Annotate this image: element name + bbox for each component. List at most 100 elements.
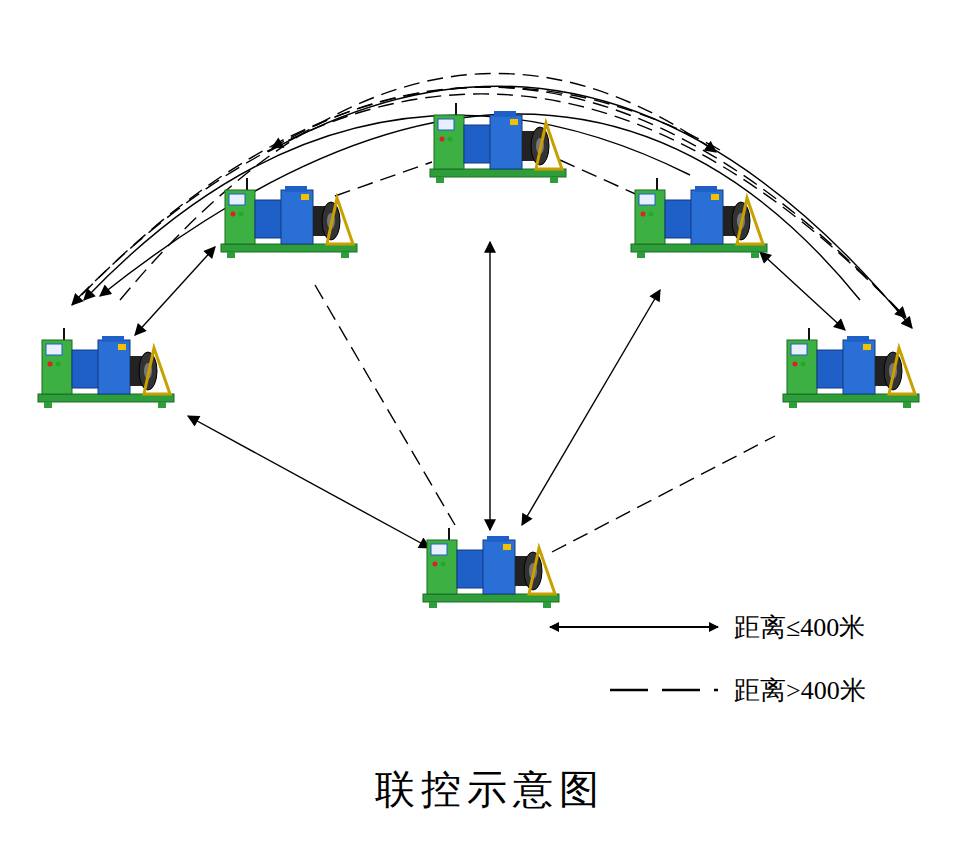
arc-links [72, 73, 912, 328]
solid-link [760, 252, 845, 330]
base-foot [341, 252, 349, 258]
gearbox-cap [494, 111, 516, 117]
gearbox-cap [847, 336, 869, 342]
antenna [246, 178, 248, 190]
display [438, 119, 454, 130]
arc-link [268, 86, 912, 328]
control-box [787, 340, 817, 394]
dashed-link [560, 160, 640, 196]
gearbox [843, 340, 875, 394]
warning-label [863, 344, 871, 350]
button [440, 137, 445, 142]
caption: 联控示意图 [0, 762, 980, 817]
warning-label [301, 194, 309, 200]
gearbox-cap [695, 186, 717, 192]
links [135, 160, 845, 552]
winch [423, 528, 559, 608]
arc-link [84, 115, 690, 300]
legend-sample [546, 670, 722, 710]
control-box [635, 190, 665, 244]
legend-row: 距离>400米 [546, 670, 868, 710]
button [239, 212, 244, 217]
antenna [63, 328, 65, 340]
base-foot [903, 402, 911, 408]
legend-text: 距离≤400米 [732, 610, 867, 645]
solid-link [188, 416, 430, 548]
dashed-link [315, 285, 455, 525]
antenna [656, 178, 658, 190]
base-foot [436, 177, 444, 183]
base-foot [158, 402, 166, 408]
gearbox-cap [285, 186, 307, 192]
winches [38, 103, 919, 608]
display [431, 544, 447, 555]
base-foot [429, 602, 437, 608]
warning-label [711, 194, 719, 200]
solid-link [522, 290, 660, 525]
button [433, 562, 438, 567]
control-box [427, 540, 457, 594]
dashed-link [552, 436, 775, 552]
motor [817, 350, 845, 388]
base-foot [637, 252, 645, 258]
control-box [434, 115, 464, 169]
warning-label [510, 119, 518, 125]
gearbox [281, 190, 313, 244]
bracket [737, 198, 763, 244]
dashed-link [335, 162, 432, 196]
dashed-sample [610, 689, 718, 692]
gearbox-cap [102, 336, 124, 342]
button [448, 137, 453, 142]
warning-label [118, 344, 126, 350]
motor [72, 350, 100, 388]
motor [464, 125, 492, 163]
motor [255, 200, 283, 238]
legend-sample [546, 607, 722, 647]
gearbox [490, 115, 522, 169]
button [649, 212, 654, 217]
solid-link [489, 242, 490, 530]
button [641, 212, 646, 217]
legend-row: 距离≤400米 [546, 607, 867, 647]
display [46, 344, 62, 355]
solid-arrow-sample [550, 626, 718, 628]
motor [457, 550, 485, 588]
gearbox-cap [487, 536, 509, 542]
bracket [529, 548, 555, 594]
button [48, 362, 53, 367]
control-box [42, 340, 72, 394]
antenna [808, 328, 810, 340]
bracket [536, 123, 562, 169]
arc-link [100, 114, 860, 300]
display [639, 194, 655, 205]
base-foot [751, 252, 759, 258]
antenna [448, 528, 450, 540]
arc-link [78, 94, 906, 318]
arc-link [120, 73, 716, 300]
button [793, 362, 798, 367]
winch [783, 328, 919, 408]
button [801, 362, 806, 367]
warning-label [503, 544, 511, 550]
antenna [455, 103, 457, 115]
base-foot [44, 402, 52, 408]
display [229, 194, 245, 205]
solid-link [135, 247, 215, 335]
button [56, 362, 61, 367]
winch [631, 178, 767, 258]
base-foot [227, 252, 235, 258]
button [441, 562, 446, 567]
gearbox [483, 540, 515, 594]
bracket [889, 348, 915, 394]
winch [430, 103, 566, 183]
control-box [225, 190, 255, 244]
winch [221, 178, 357, 258]
button [231, 212, 236, 217]
base-foot [550, 177, 558, 183]
bracket [144, 348, 170, 394]
motor [665, 200, 693, 238]
legend-text: 距离>400米 [732, 673, 868, 708]
arc-link [72, 87, 720, 305]
winch [38, 328, 174, 408]
